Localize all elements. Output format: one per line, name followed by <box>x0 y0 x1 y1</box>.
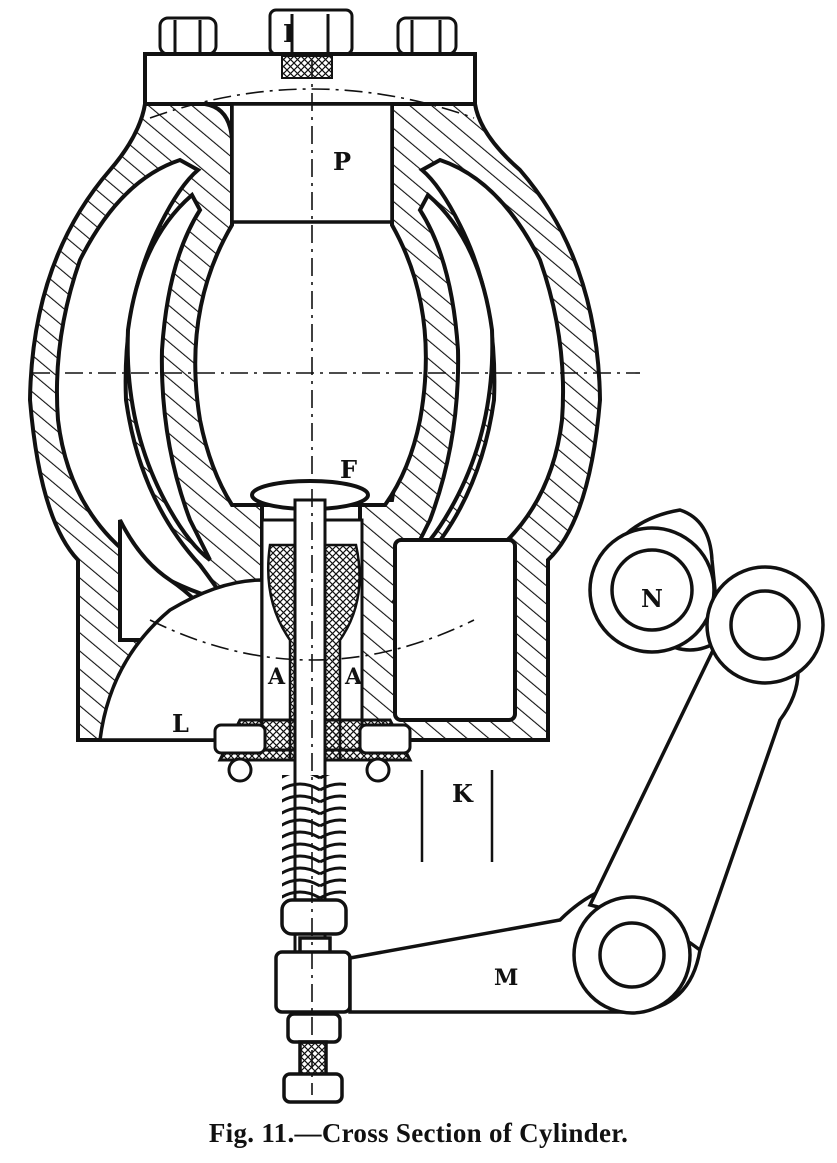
center-lines <box>32 60 640 1095</box>
left-jacket <box>54 157 235 642</box>
label-P: P <box>333 147 351 176</box>
label-N: N <box>641 584 663 613</box>
cap-bolts <box>158 8 458 56</box>
label-A-left: A <box>267 664 286 690</box>
figure-caption: Fig. 11.—Cross Section of Cylinder. <box>208 1118 629 1148</box>
roller-N <box>588 526 716 654</box>
label-I: I <box>283 19 294 48</box>
label-M: M <box>494 965 518 991</box>
stem-collars <box>274 898 352 1104</box>
valve-assembly <box>217 479 413 962</box>
guide-K <box>420 770 494 862</box>
cylinder-cross-section-diagram: I P F A A L K N M <box>27 8 825 1104</box>
exhaust-chamber-L <box>98 578 264 742</box>
pivot-roller <box>572 895 692 1015</box>
label-F: F <box>340 455 357 484</box>
label-K: K <box>452 779 474 808</box>
flange-nuts <box>213 723 412 783</box>
label-L: L <box>172 709 189 738</box>
roller-upper <box>705 565 825 685</box>
right-jacket <box>390 157 566 722</box>
valve-spring <box>282 775 346 900</box>
label-A-right: A <box>344 664 363 690</box>
